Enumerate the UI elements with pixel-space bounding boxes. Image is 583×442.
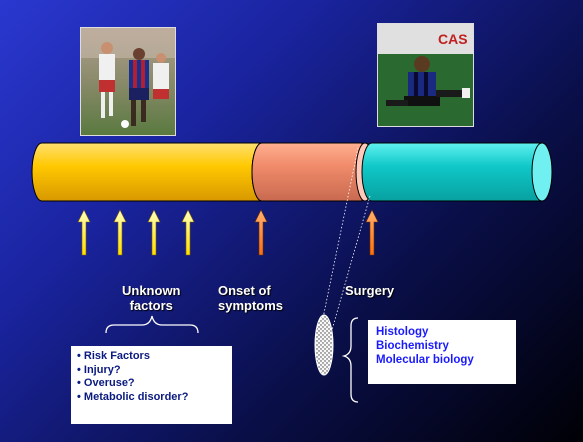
football-match-photo [80, 27, 176, 136]
unknown-factors-label: Unknown factors [122, 283, 181, 313]
arrow-unknown-3 [147, 209, 161, 256]
svg-text:CAS: CAS [438, 31, 468, 47]
risk-factors-box: • Risk Factors • Injury? • Overuse? • Me… [71, 346, 232, 424]
arrow-surgery [365, 209, 379, 256]
timeline-segment-unknown [31, 142, 263, 202]
metabolic-disorder-item: • Metabolic disorder? [77, 390, 189, 403]
overuse-item: • Overuse? [77, 377, 135, 389]
arrow-unknown-1 [77, 209, 91, 256]
risk-factors-item: • Risk Factors [77, 350, 150, 362]
biochemistry-item: Biochemistry [376, 340, 449, 352]
arrow-unknown-2 [113, 209, 127, 256]
onset-of-symptoms-label: Onset of symptoms [218, 283, 284, 313]
timeline-segment-post-surgery [361, 142, 553, 202]
surgery-label: Surgery [345, 283, 395, 298]
histology-item: Histology [376, 326, 429, 338]
projection-line-right [331, 195, 371, 331]
arrow-onset [254, 209, 268, 256]
specimen-slice [314, 314, 334, 376]
analysis-methods-box: Histology Biochemistry Molecular biology [368, 320, 516, 384]
arrow-unknown-4 [181, 209, 195, 256]
injury-item: • Injury? [77, 363, 121, 376]
unknown-factors-brace [105, 315, 199, 334]
analysis-brace [341, 317, 359, 403]
timeline-segment-symptoms [251, 142, 363, 202]
molecular-biology-item: Molecular biology [376, 354, 474, 366]
injured-player-photo: CAS [377, 23, 474, 127]
